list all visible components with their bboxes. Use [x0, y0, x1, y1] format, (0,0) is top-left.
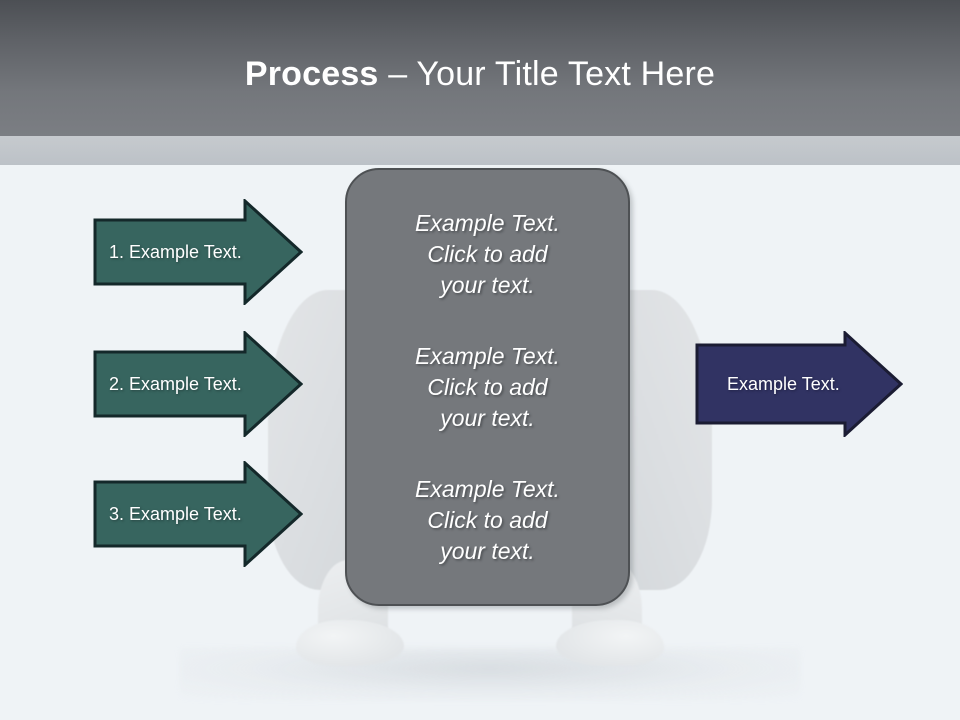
process-input-arrow-2-label: 2. Example Text.: [109, 374, 242, 394]
page-title-rest: – Your Title Text Here: [378, 55, 716, 93]
center-panel-text-block-3: Example Text. Click to add your text.: [415, 476, 560, 564]
process-input-arrow-3[interactable]: 3. Example Text.: [93, 461, 303, 567]
header-band: [0, 0, 960, 136]
arrow-right-icon: [93, 461, 303, 567]
process-output-arrow[interactable]: Example Text.: [695, 331, 903, 437]
header-accent-band: [0, 136, 960, 165]
figure-right-hand: [556, 620, 664, 666]
arrow-right-icon: [93, 199, 303, 305]
center-panel-text-block-1: Example Text. Click to add your text.: [415, 210, 560, 298]
process-center-panel[interactable]: Example Text. Click to add your text. Ex…: [345, 168, 630, 606]
center-panel-text-block-2: Example Text. Click to add your text.: [415, 343, 560, 431]
page-title: Process – Your Title Text Here: [0, 52, 960, 96]
process-input-arrow-3-label: 3. Example Text.: [109, 504, 242, 524]
figure-floor-shadow: [180, 648, 800, 700]
arrow-right-icon: [695, 331, 903, 437]
page-title-bold: Process: [244, 55, 379, 93]
process-input-arrow-2[interactable]: 2. Example Text.: [93, 331, 303, 437]
arrow-right-icon: [93, 331, 303, 437]
figure-left-hand: [296, 620, 404, 666]
process-output-arrow-label: Example Text.: [727, 374, 840, 394]
process-input-arrow-1[interactable]: 1. Example Text.: [93, 199, 303, 305]
process-input-arrow-1-label: 1. Example Text.: [109, 242, 242, 262]
